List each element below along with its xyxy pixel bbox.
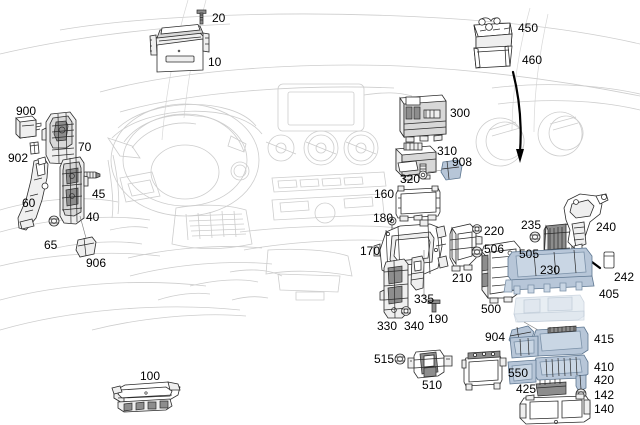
part-405-cover	[503, 247, 595, 295]
part-510-connector	[407, 349, 453, 379]
assembly-arrow-1	[511, 70, 522, 154]
part-908-tag	[427, 159, 463, 181]
callout-170: 170	[360, 244, 381, 258]
callout-160: 160	[374, 187, 395, 201]
callout-180: 180	[373, 211, 394, 225]
part-40-control-unit	[59, 156, 89, 225]
callout-410: 410	[594, 360, 615, 374]
callout-335: 335	[414, 292, 435, 306]
part-410-housing	[507, 354, 589, 385]
callout-908: 908	[452, 155, 473, 169]
part-506-nut	[471, 246, 483, 258]
callout-320: 320	[400, 172, 421, 186]
part-160-frame	[395, 185, 441, 222]
part-70-fuse-box	[41, 111, 77, 165]
part-220-clip	[472, 224, 482, 234]
part-425-connector	[535, 379, 567, 397]
callout-240: 240	[596, 220, 617, 234]
callout-10: 10	[208, 55, 222, 69]
callout-220: 220	[484, 224, 505, 238]
callout-340: 340	[404, 319, 425, 333]
part-320-screw	[418, 163, 428, 180]
part-515-nut	[394, 353, 406, 365]
callout-230: 230	[540, 263, 561, 277]
callout-460: 460	[522, 53, 543, 67]
callout-550: 550	[508, 366, 529, 380]
callout-420: 420	[594, 373, 615, 387]
callout-506: 506	[484, 242, 505, 256]
callout-235: 235	[521, 218, 542, 232]
callout-45: 45	[92, 187, 106, 201]
callout-70: 70	[78, 140, 92, 154]
part-180-bracket	[387, 216, 397, 231]
callout-142: 142	[594, 388, 615, 402]
part-415-housing	[509, 325, 589, 359]
callout-20: 20	[212, 11, 226, 25]
part-460-bracket	[473, 45, 513, 69]
callout-515: 515	[374, 352, 395, 366]
part-190-screw	[423, 250, 441, 313]
part-242-sleeve	[603, 251, 615, 269]
part-240-bracket	[563, 193, 609, 257]
callout-505: 505	[519, 247, 540, 261]
callout-906: 906	[86, 256, 107, 270]
callout-425: 425	[516, 382, 537, 396]
part-330-connector	[379, 258, 409, 319]
part-902-clip	[29, 141, 40, 155]
part-235-washer	[529, 231, 541, 243]
part-450-module	[473, 17, 513, 50]
callout-140: 140	[594, 402, 615, 416]
callout-500: 500	[481, 302, 502, 316]
part-100-module	[111, 381, 181, 413]
callout-100: 100	[140, 369, 161, 383]
callout-450: 450	[518, 21, 539, 35]
callout-902: 902	[8, 151, 29, 165]
callout-330: 330	[377, 319, 398, 333]
callout-904: 904	[485, 330, 506, 344]
callout-900: 900	[16, 104, 37, 118]
callout-40: 40	[86, 210, 100, 224]
callout-190: 190	[428, 312, 449, 326]
callout-65: 65	[44, 238, 58, 252]
callout-242: 242	[614, 270, 635, 284]
callout-60: 60	[22, 196, 36, 210]
part-60-bracket	[17, 156, 49, 231]
callout-210: 210	[452, 271, 473, 285]
part-300-control-module	[399, 94, 447, 143]
part-550-frame	[461, 350, 507, 391]
part-140-module	[519, 393, 591, 425]
part-340-clip	[401, 306, 411, 316]
part-906-cover	[75, 215, 97, 258]
callout-405: 405	[599, 287, 620, 301]
callout-300: 300	[450, 106, 471, 120]
part-900-relay	[15, 115, 42, 139]
part-420-clip	[575, 374, 587, 391]
part-20-screw	[196, 9, 207, 25]
part-10-instrument-cluster	[149, 24, 210, 73]
callout-510: 510	[422, 378, 443, 392]
part-210-bracket	[449, 223, 483, 272]
part-65-nut	[48, 215, 60, 227]
part-335-clip	[410, 255, 425, 291]
callout-310: 310	[437, 144, 458, 158]
assembly-arrow-1-head	[516, 149, 524, 163]
callout-415: 415	[594, 332, 615, 346]
part-405-ghost	[513, 294, 585, 323]
